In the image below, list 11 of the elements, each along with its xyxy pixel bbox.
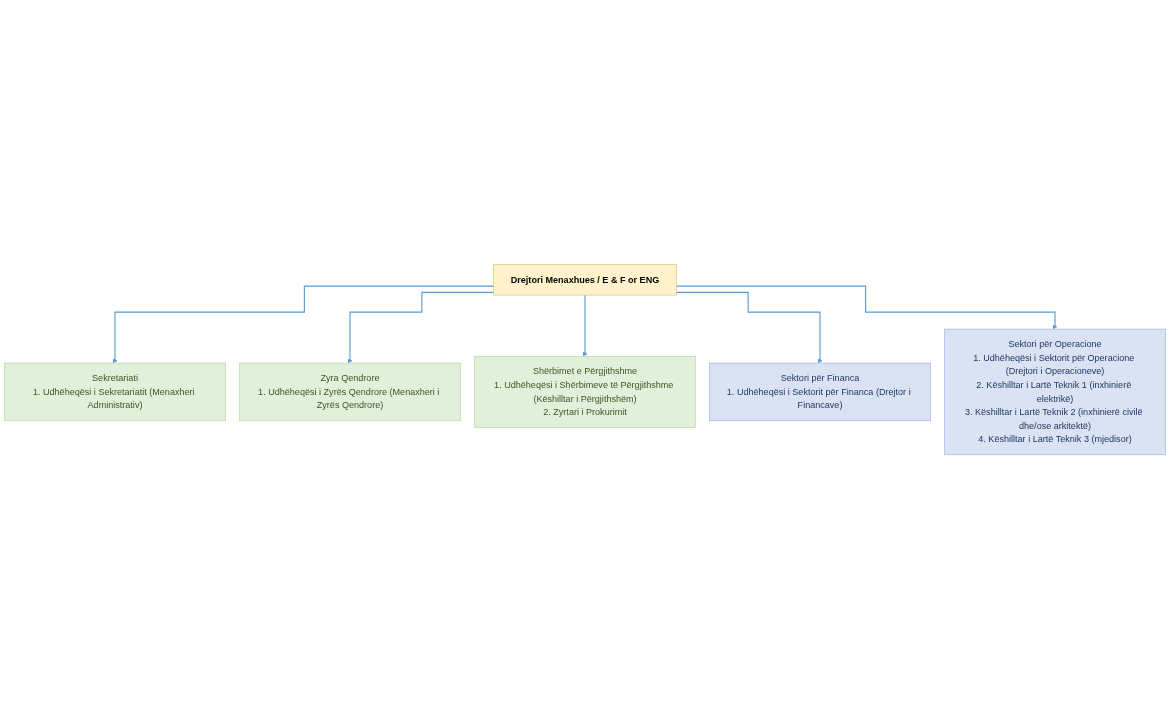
- node-box: Sekretariati 1. Udhëheqësi i Sekretariatit (Menaxheri Administrativ): [4, 363, 226, 422]
- arrow: [112, 285, 495, 364]
- node-box: Drejtori Menaxhues / E & F or ENG: [493, 264, 677, 296]
- node-box: Zyra Qendrore 1. Udhëheqësi i Zyrës Qendrore (Menaxheri i Zyrës Qendrore): [239, 363, 461, 422]
- node-box: Sektori për Operacione 1. Udhëheqësi i Sektorit për Operacione (Drejtori i Operacioneve) 2. Këshilltar i Lartë Teknik 1 (inxhinierë elektrikë) 3. Këshilltar i Lartë Teknik 2 (inxhinierë civilë dhe/ose arkitektë) 4. Këshilltar i Lartë Teknik 3 (mjedisor): [944, 329, 1166, 456]
- arrow: [582, 294, 588, 357]
- node-box: Shërbimet e Përgjithshme 1. Udhëheqësi i Shërbimeve të Përgjithshme (Këshilltar i Përgjithshëm) 2. Zyrtari i Prokurimit: [474, 356, 696, 429]
- arrow: [675, 292, 823, 364]
- arrow: [347, 292, 495, 364]
- arrow: [675, 285, 1058, 330]
- node-box: Sektori për Financa 1. Udhëheqësi i Sektorit për Financa (Drejtor i Financave): [709, 363, 931, 422]
